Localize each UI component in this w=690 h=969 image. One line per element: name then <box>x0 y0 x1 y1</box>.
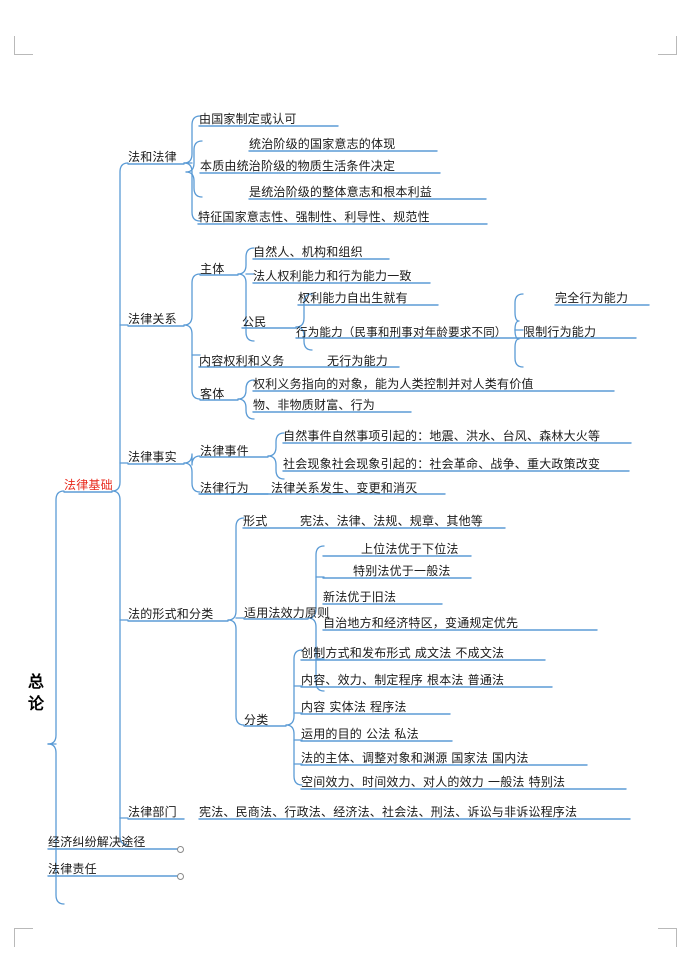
node-legal-basis[interactable]: 法律基础 <box>64 478 113 492</box>
crop-mark-top-left <box>14 36 33 55</box>
leaf-law-made-by-state[interactable]: 由国家制定或认可 <box>199 112 297 126</box>
node-form-and-classification[interactable]: 法的形式和分类 <box>128 607 214 621</box>
node-legal-relation[interactable]: 法律关系 <box>128 312 177 326</box>
leaf-form-items[interactable]: 宪法、法律、法规、规章、其他等 <box>300 514 484 528</box>
label-citizen[interactable]: 公民 <box>242 315 267 329</box>
root-node-zonglun-char2: 论 <box>27 694 44 713</box>
label-form[interactable]: 形式 <box>243 514 268 528</box>
leaf-class-creation-mode[interactable]: 创制方式和发布形式 成文法 不成文法 <box>301 646 505 660</box>
node-legal-liability[interactable]: 法律责任 <box>48 862 97 876</box>
node-economic-dispute-resolution[interactable]: 经济纠纷解决途径 <box>48 835 146 849</box>
label-effect-principle[interactable]: 适用法效力原则 <box>244 606 330 620</box>
leaf-class-content[interactable]: 内容 实体法 程序法 <box>301 700 407 714</box>
leaf-citizen-rights-capacity[interactable]: 权利能力自出生就有 <box>298 291 408 305</box>
leaf-limited-capacity[interactable]: 限制行为能力 <box>523 325 597 339</box>
leaf-new-over-old[interactable]: 新法优于旧法 <box>323 590 397 604</box>
leaf-object-target[interactable]: 权利义务指向的对象，能为人类控制并对人类有价值 <box>253 377 534 391</box>
leaf-social-phenomenon[interactable]: 社会现象社会现象引起的：社会革命、战争、重大政策改变 <box>283 457 601 471</box>
leaf-content-rights-duties[interactable]: 内容权利和义务 <box>199 354 285 368</box>
leaf-subject-natural-person[interactable]: 自然人、机构和组织 <box>253 245 363 259</box>
label-object[interactable]: 客体 <box>200 387 225 401</box>
collapse-marker-icon-2[interactable] <box>177 873 184 880</box>
leaf-class-content-effect-procedure[interactable]: 内容、效力、制定程序 根本法 普通法 <box>301 673 505 687</box>
node-legal-fact[interactable]: 法律事实 <box>128 450 177 464</box>
leaf-essence-overall-will-interest[interactable]: 是统治阶级的整体意志和根本利益 <box>249 185 433 199</box>
leaf-class-purpose[interactable]: 运用的目的 公法 私法 <box>301 727 419 741</box>
crop-mark-top-right <box>658 36 677 55</box>
leaf-essence-will-of-ruling-class[interactable]: 统治阶级的国家意志的体现 <box>249 137 396 151</box>
leaf-class-spatial-temporal-effect[interactable]: 空间效力、时间效力、对人的效力 一般法 特别法 <box>301 775 566 789</box>
leaf-no-capacity[interactable]: 无行为能力 <box>327 354 389 368</box>
leaf-full-capacity[interactable]: 完全行为能力 <box>555 291 629 305</box>
label-classification[interactable]: 分类 <box>244 713 269 727</box>
node-legal-department[interactable]: 法律部门 <box>128 805 177 819</box>
leaf-essence-material-conditions[interactable]: 本质由统治阶级的物质生活条件决定 <box>200 159 396 173</box>
leaf-object-things[interactable]: 物、非物质财富、行为 <box>253 398 376 412</box>
node-law-and-legislation[interactable]: 法和法律 <box>128 150 177 164</box>
leaf-legal-department-list[interactable]: 宪法、民商法、行政法、经济法、社会法、刑法、诉讼与非诉讼程序法 <box>199 805 578 819</box>
label-legal-event[interactable]: 法律事件 <box>200 444 249 458</box>
collapse-marker-icon-1[interactable] <box>177 846 184 853</box>
leaf-behavior-effect[interactable]: 法律关系发生、变更和消灭 <box>271 481 418 495</box>
root-node-zonglun-char1: 总 <box>27 672 44 691</box>
leaf-citizen-act-capacity[interactable]: 行为能力（民事和刑事对年龄要求不同） <box>296 325 507 339</box>
leaf-special-over-general[interactable]: 特别法优于一般法 <box>353 564 451 578</box>
leaf-superior-over-inferior[interactable]: 上位法优于下位法 <box>361 542 459 556</box>
label-legal-behavior[interactable]: 法律行为 <box>200 481 249 495</box>
crop-mark-bottom-right <box>658 928 677 947</box>
leaf-characteristics[interactable]: 特征国家意志性、强制性、利导性、规范性 <box>198 210 430 224</box>
leaf-subject-legal-person-capacity[interactable]: 法人权利能力和行为能力一致 <box>253 269 412 283</box>
leaf-class-subject-object-origin[interactable]: 法的主体、调整对象和渊源 国家法 国内法 <box>301 751 529 765</box>
label-subject[interactable]: 主体 <box>200 262 225 276</box>
crop-mark-bottom-left <box>14 928 33 947</box>
leaf-autonomous-region-priority[interactable]: 自治地方和经济特区，变通规定优先 <box>323 616 519 630</box>
leaf-natural-event[interactable]: 自然事件自然事项引起的：地震、洪水、台风、森林大火等 <box>283 429 601 443</box>
